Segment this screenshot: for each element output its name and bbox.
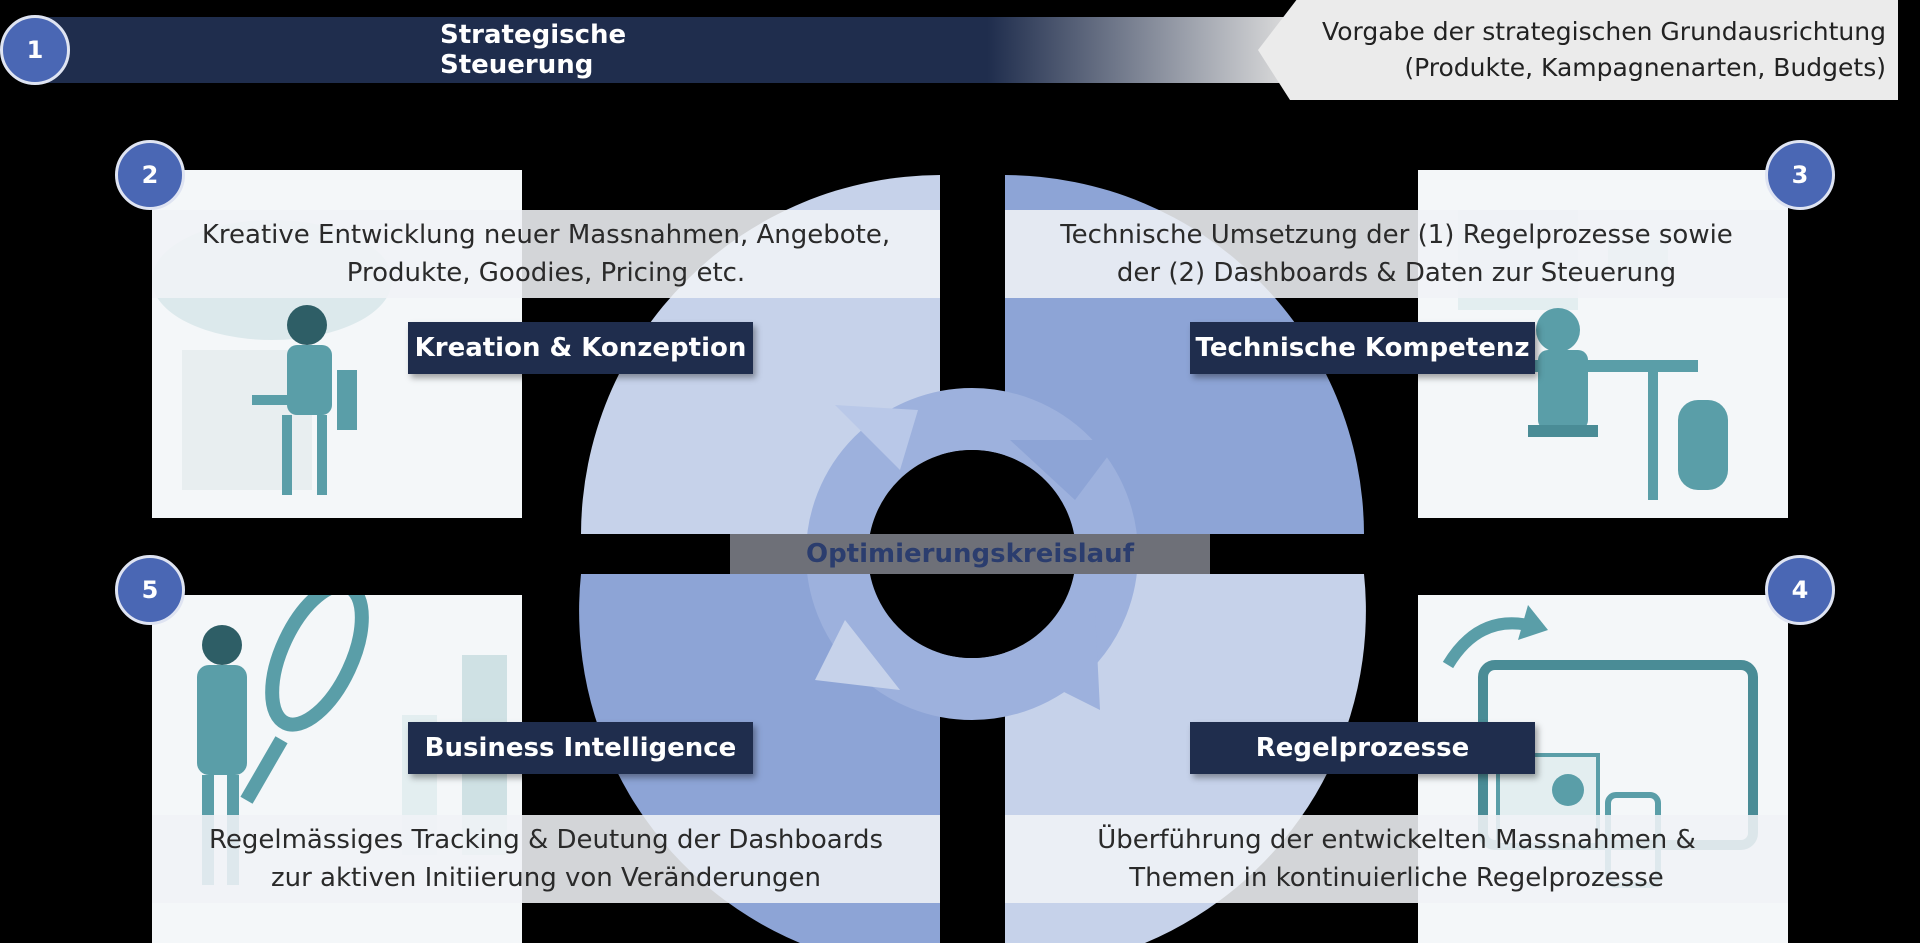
desc-technik-line1: Technische Umsetzung der (1) Regelprozes… <box>1060 220 1733 250</box>
desc-kreation-line1: Kreative Entwicklung neuer Massnahmen, A… <box>201 220 891 250</box>
desc-bi-line1: Regelmässiges Tracking & Deutung der Das… <box>208 825 884 855</box>
desc-regelprozesse-line1: Überführung der entwickelten Massnahmen … <box>1097 825 1696 855</box>
cycle-arrow-bottom-right-icon <box>1040 610 1100 710</box>
desc-kreation-line2: Produkte, Goodies, Pricing etc. <box>346 258 746 288</box>
strategy-description-line2: (Produkte, Kampagnenarten, Budgets) <box>1404 53 1886 82</box>
step-badge-5: 5 <box>115 555 185 625</box>
desc-bi-line2: zur aktiven Initiierung von Veränderunge… <box>270 863 822 893</box>
center-label: Optimierungskreislauf <box>730 534 1210 574</box>
label-technik: Technische Kompetenz <box>1190 322 1535 374</box>
desc-regelprozesse-line2: Themen in kontinuierliche Regelprozesse <box>1129 863 1664 893</box>
strategy-title: Strategische Steuerung <box>440 20 627 80</box>
step-badge-2: 2 <box>115 140 185 210</box>
cycle-arrow-top-left-icon <box>835 405 918 470</box>
cycle-arrow-bottom-left-icon <box>815 620 900 690</box>
label-kreation: Kreation & Konzeption <box>408 322 753 374</box>
strategy-bar <box>30 17 1290 83</box>
desc-bi: Regelmässiges Tracking & Deutung der Das… <box>152 815 940 903</box>
strategy-description-line1: Vorgabe der strategischen Grundausrichtu… <box>1322 17 1886 46</box>
desc-technik: Technische Umsetzung der (1) Regelprozes… <box>1005 210 1788 298</box>
desc-kreation: Kreative Entwicklung neuer Massnahmen, A… <box>152 210 940 298</box>
step-badge-4: 4 <box>1765 555 1835 625</box>
step-badge-1: 1 <box>0 15 70 85</box>
desc-regelprozesse: Überführung der entwickelten Massnahmen … <box>1005 815 1788 903</box>
strategy-description: Vorgabe der strategischen Grundausrichtu… <box>1258 0 1898 100</box>
desc-technik-line2: der (2) Dashboards & Daten zur Steuerung <box>1116 258 1677 288</box>
step-badge-3: 3 <box>1765 140 1835 210</box>
cycle-arrow-top-right-icon <box>1010 440 1120 500</box>
label-regelprozesse: Regelprozesse <box>1190 722 1535 774</box>
label-bi: Business Intelligence <box>408 722 753 774</box>
